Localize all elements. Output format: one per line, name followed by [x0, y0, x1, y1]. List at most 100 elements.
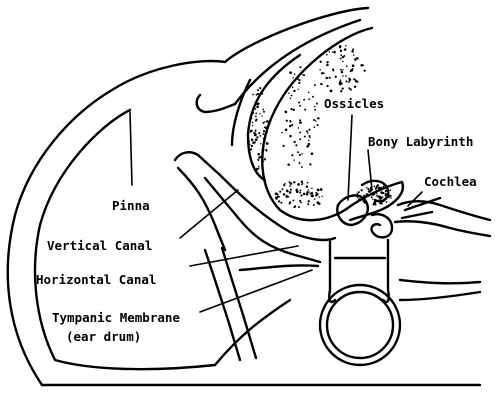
stipple-dot	[317, 124, 319, 126]
stipple-dot	[285, 128, 288, 131]
stipple-dot	[284, 111, 287, 114]
stipple-dot	[299, 66, 301, 68]
stipple-dot	[317, 117, 319, 119]
stipple-dot	[317, 189, 320, 192]
stipple-dot	[248, 143, 250, 145]
stipple-dot	[358, 191, 360, 193]
stipple-dot	[366, 187, 368, 189]
stipple-dot	[369, 190, 372, 193]
stipple-dot	[260, 143, 261, 144]
stipple-dot	[283, 145, 285, 147]
stipple-dot	[299, 189, 301, 191]
stipple-dot	[314, 126, 316, 128]
stipple-dot	[255, 138, 258, 141]
stipple-dot	[247, 129, 249, 131]
stipple-dot	[289, 71, 292, 74]
label-cochlea: Cochlea	[424, 174, 477, 189]
stipple-dot	[262, 93, 264, 95]
stipple-dot	[366, 193, 369, 196]
stipple-dot	[340, 79, 342, 81]
pinna-leader	[130, 112, 132, 185]
stipple-dot	[259, 135, 261, 137]
stipple-dot	[301, 153, 302, 154]
label-vertical-canal: Vertical Canal	[47, 238, 152, 253]
stipple-dot	[325, 77, 328, 80]
stipple-dot	[348, 87, 350, 89]
stipple-dot	[364, 69, 366, 71]
stipple-dot	[289, 125, 292, 128]
stipple-dot	[249, 117, 251, 119]
stipple-dot	[342, 56, 344, 58]
stipple-dot	[256, 103, 259, 106]
stipple-dot	[263, 130, 265, 132]
stipple-dot	[351, 50, 354, 53]
stipple-dot	[255, 116, 257, 118]
stipple-dot	[308, 140, 310, 142]
tympanic-leader	[200, 270, 312, 312]
stipple-dot	[299, 154, 301, 156]
stipple-dot	[340, 58, 342, 60]
stipple-dot	[288, 93, 289, 94]
stipple-dot	[266, 120, 269, 123]
stipple-dot	[340, 69, 342, 71]
stipple-dot	[251, 145, 253, 147]
stipple-dot	[312, 96, 314, 98]
stipple-dot	[342, 69, 343, 70]
stipple-dot	[263, 138, 265, 140]
stipple-dot	[279, 191, 281, 193]
stipple-dot	[291, 124, 293, 126]
stipple-dot	[283, 184, 285, 186]
stipple-dot	[280, 202, 282, 204]
stipple-dot	[293, 181, 295, 183]
stipple-dot	[378, 187, 381, 190]
stipple-dot	[262, 149, 264, 151]
stipple-dot	[298, 101, 300, 103]
label-ossicles: Ossicles	[324, 96, 384, 111]
stipple-dot	[252, 125, 253, 126]
stipple-dot	[264, 121, 265, 122]
stipple-dot	[311, 152, 314, 155]
stipple-dot	[306, 191, 308, 193]
stipple-dot	[309, 163, 311, 165]
stipple-dot	[247, 140, 250, 143]
stipple-dot	[362, 64, 364, 66]
stipple-dot	[311, 187, 313, 189]
stipple-dot	[297, 183, 300, 186]
stipple-dot	[304, 136, 306, 138]
stipple-dot	[255, 130, 257, 132]
stipple-dot	[266, 150, 268, 152]
stipple-dot	[287, 191, 289, 193]
stipple-dot	[356, 57, 359, 60]
stipple-dot	[354, 58, 356, 60]
stipple-dot	[252, 122, 254, 124]
stipple-dot	[373, 203, 375, 205]
stipple-dot	[258, 132, 260, 134]
stipple-dot	[357, 81, 359, 83]
stipple-dot	[352, 48, 354, 50]
stipple-dot	[326, 64, 329, 67]
stipple-dot	[293, 159, 294, 160]
stipple-dot	[308, 98, 310, 100]
stipple-dot	[289, 191, 292, 194]
stipple-dot	[311, 195, 314, 198]
stipple-dot	[257, 153, 260, 156]
stipple-dot	[349, 79, 351, 81]
stipple-dot	[344, 48, 347, 51]
stipple-dot	[385, 195, 387, 197]
stipple-dot	[266, 131, 268, 133]
stipple-dot	[262, 109, 264, 111]
tympanic-bulla	[320, 240, 480, 365]
stipple-dot	[358, 198, 360, 200]
stipple-dot	[299, 119, 301, 121]
stipple-dot	[257, 159, 259, 161]
stipple-dot	[289, 135, 292, 138]
stipple-dot	[375, 187, 377, 189]
stipple-dot	[340, 50, 342, 52]
stipple-dot	[293, 90, 295, 92]
stipple-dot	[255, 113, 257, 115]
stipple-dot	[342, 75, 344, 77]
stipple-dot	[263, 111, 265, 113]
stipple-dot	[299, 192, 301, 194]
stipple-dot	[306, 185, 309, 188]
